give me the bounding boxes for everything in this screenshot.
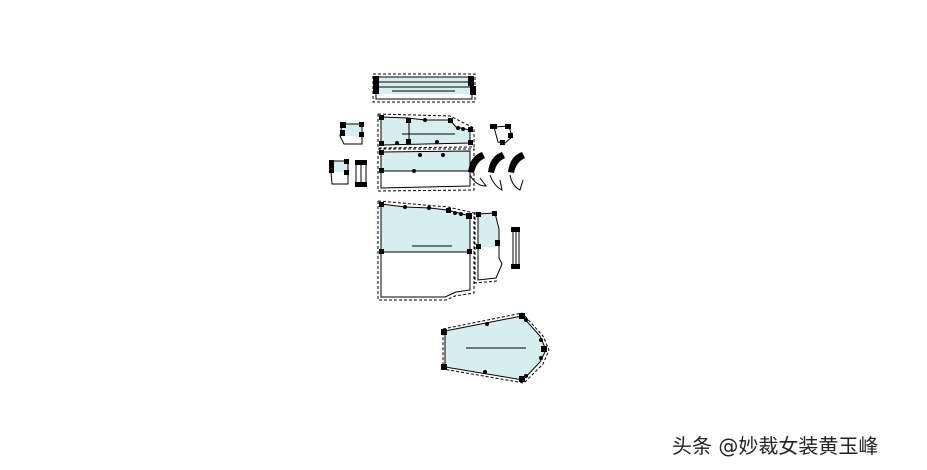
front-body-piece[interactable] (377, 200, 475, 301)
waistband-piece[interactable] (372, 73, 476, 103)
back-yoke-piece[interactable] (377, 148, 475, 192)
watermark: 头条 @妙裁女装黄玉峰 (672, 434, 879, 458)
small-pieces-left[interactable] (329, 122, 367, 187)
yoke-piece[interactable] (377, 113, 475, 149)
strip-piece[interactable] (511, 227, 520, 269)
sleeve-piece[interactable] (441, 312, 550, 384)
side-panel-piece[interactable] (474, 211, 503, 284)
curved-pieces-right[interactable] (468, 124, 525, 191)
